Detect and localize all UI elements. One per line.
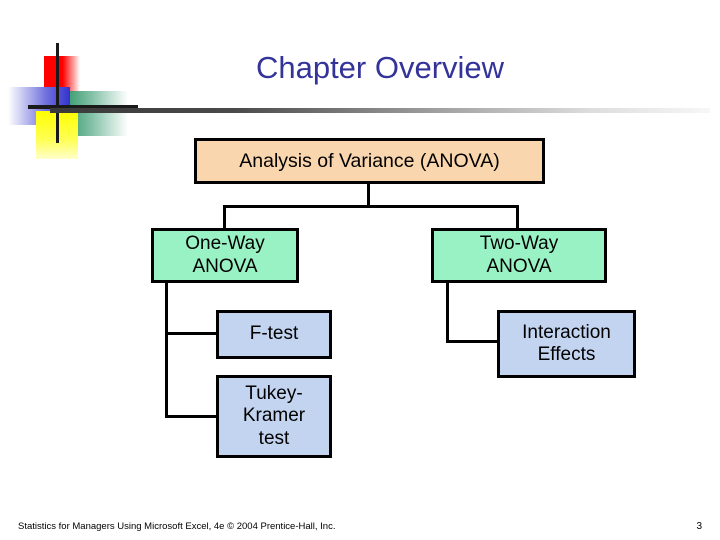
node-label-line-2: ANOVA bbox=[192, 255, 258, 277]
decorative-logo bbox=[8, 43, 138, 159]
page-title: Chapter Overview bbox=[255, 50, 505, 85]
connector-two-way-spine bbox=[446, 281, 449, 343]
node-label: F-test bbox=[249, 323, 299, 345]
logo-red-square bbox=[44, 56, 80, 93]
node-label-line-2: Effects bbox=[537, 344, 596, 365]
connector-split-bar bbox=[223, 205, 519, 208]
node-label-line-2: Kramer bbox=[242, 405, 306, 427]
title-divider bbox=[50, 108, 710, 113]
connector-drop-two-way bbox=[516, 205, 519, 230]
logo-green-square bbox=[68, 91, 128, 136]
connector-root-stub bbox=[367, 184, 370, 207]
footer-credit: Statistics for Managers Using Microsoft … bbox=[18, 521, 336, 532]
node-analysis-of-variance: Analysis of Variance (ANOVA) bbox=[194, 138, 545, 184]
node-label-line-1: Tukey- bbox=[245, 382, 303, 404]
connector-drop-one-way bbox=[223, 205, 226, 230]
node-label-line-1: One-Way bbox=[185, 233, 265, 255]
connector-arm-f-test bbox=[165, 332, 219, 335]
node-f-test: F-test bbox=[216, 310, 332, 359]
node-label-line-2: ANOVA bbox=[486, 255, 552, 277]
node-label: Analysis of Variance (ANOVA) bbox=[239, 149, 500, 172]
connector-arm-interaction-effects bbox=[446, 340, 500, 343]
footer-page-number: 3 bbox=[696, 521, 702, 532]
logo-horizontal-line-icon bbox=[28, 105, 138, 109]
node-label-line-1: Two-Way bbox=[479, 233, 559, 255]
logo-vertical-line-icon bbox=[56, 43, 59, 143]
connector-one-way-spine bbox=[165, 281, 168, 418]
node-label-line-1: Interaction bbox=[522, 321, 611, 343]
node-label-line-3: test bbox=[258, 427, 290, 449]
connector-arm-tukey-kramer bbox=[165, 415, 219, 418]
